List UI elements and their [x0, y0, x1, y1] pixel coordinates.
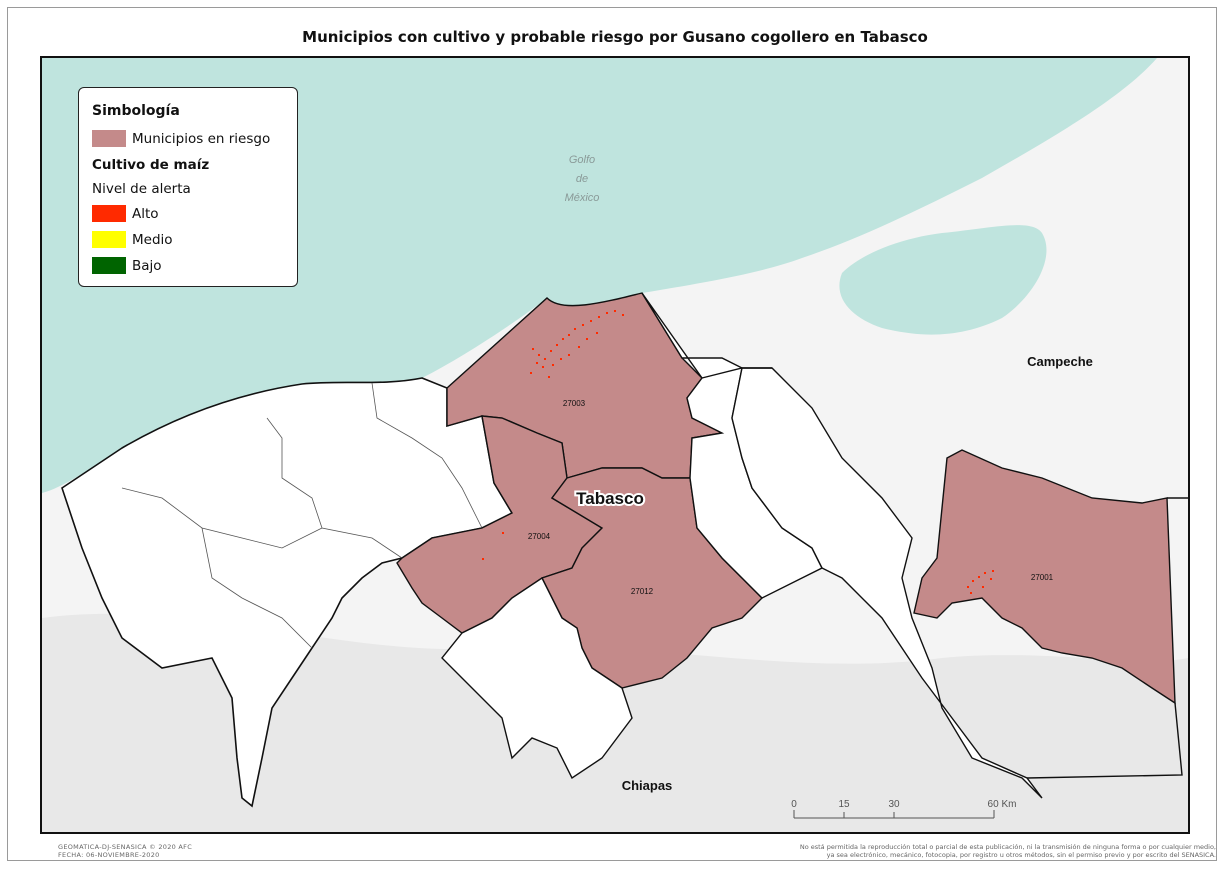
scale-bar: 0 15 30 60 Km — [791, 799, 1017, 819]
legend-alert-title: Nivel de alerta — [92, 181, 191, 197]
alert-dots-27003 — [530, 310, 624, 378]
legend-swatch-bajo — [92, 257, 126, 274]
sea-label-3: México — [565, 192, 600, 204]
scale-tick-60: 60 Km — [988, 799, 1017, 810]
footer-credit-line: GEOMATICA-DJ-SENASICA © 2020 AFC — [58, 843, 193, 851]
state-label-tabasco: Tabasco — [576, 489, 644, 508]
alert-dots-27004 — [482, 532, 504, 560]
scale-tick-15: 15 — [838, 799, 850, 810]
footer-copyright: No está permitida la reproducción total … — [696, 843, 1216, 859]
legend-label-alto: Alto — [132, 206, 159, 222]
state-label-chiapas: Chiapas — [622, 778, 673, 793]
state-label-campeche: Campeche — [1027, 354, 1093, 369]
legend-label-bajo: Bajo — [132, 258, 162, 274]
page-frame — [7, 7, 1217, 861]
municipio-south-white — [441, 576, 633, 780]
laguna-de-terminos — [839, 225, 1047, 335]
tabasco-west-region — [61, 377, 514, 808]
legend-swatch-risk — [92, 130, 126, 147]
footer-copyright-line-2: ya sea electrónico, mecánico, fotocopia,… — [826, 851, 1216, 859]
municipio-label-27003: 27003 — [563, 399, 586, 408]
map-title: Municipios con cultivo y probable riesgo… — [302, 28, 928, 46]
footer-credits: GEOMATICA-DJ-SENASICA © 2020 AFC FECHA: … — [58, 843, 192, 859]
municipio-label-27004: 27004 — [528, 532, 551, 541]
legend-swatch-medio — [92, 231, 126, 248]
sea-label-2: de — [576, 173, 588, 185]
municipio-27001[interactable] — [913, 449, 1176, 705]
legend-panel: Simbología Municipios en riesgo Cultivo … — [78, 87, 298, 287]
footer-date-line: FECHA: 06-NOVIEMBRE-2020 — [58, 851, 160, 859]
legend-crop-title: Cultivo de maíz — [92, 157, 210, 173]
municipio-east-corridor — [731, 367, 1043, 799]
legend-label-medio: Medio — [132, 232, 173, 248]
map-area[interactable]: Golfo de México Tabasco Campeche Chiapas… — [40, 56, 1190, 834]
scale-tick-30: 30 — [888, 799, 900, 810]
footer-copyright-line-1: No está permitida la reproducción total … — [799, 843, 1216, 851]
municipio-label-27001: 27001 — [1031, 573, 1054, 582]
scale-tick-0: 0 — [791, 799, 797, 810]
municipio-27012[interactable] — [541, 467, 763, 689]
map-canvas: Golfo de México Tabasco Campeche Chiapas… — [42, 58, 1188, 832]
municipal-boundaries — [121, 382, 483, 649]
campeche-border — [701, 367, 1188, 779]
legend-swatch-alto — [92, 205, 126, 222]
sea-label-1: Golfo — [569, 154, 595, 166]
gulf-of-mexico — [42, 58, 1157, 493]
alert-dots-27001 — [967, 570, 994, 594]
municipio-label-27012: 27012 — [631, 587, 654, 596]
legend-title: Simbología — [92, 103, 180, 119]
legend-label-risk: Municipios en riesgo — [132, 131, 271, 147]
